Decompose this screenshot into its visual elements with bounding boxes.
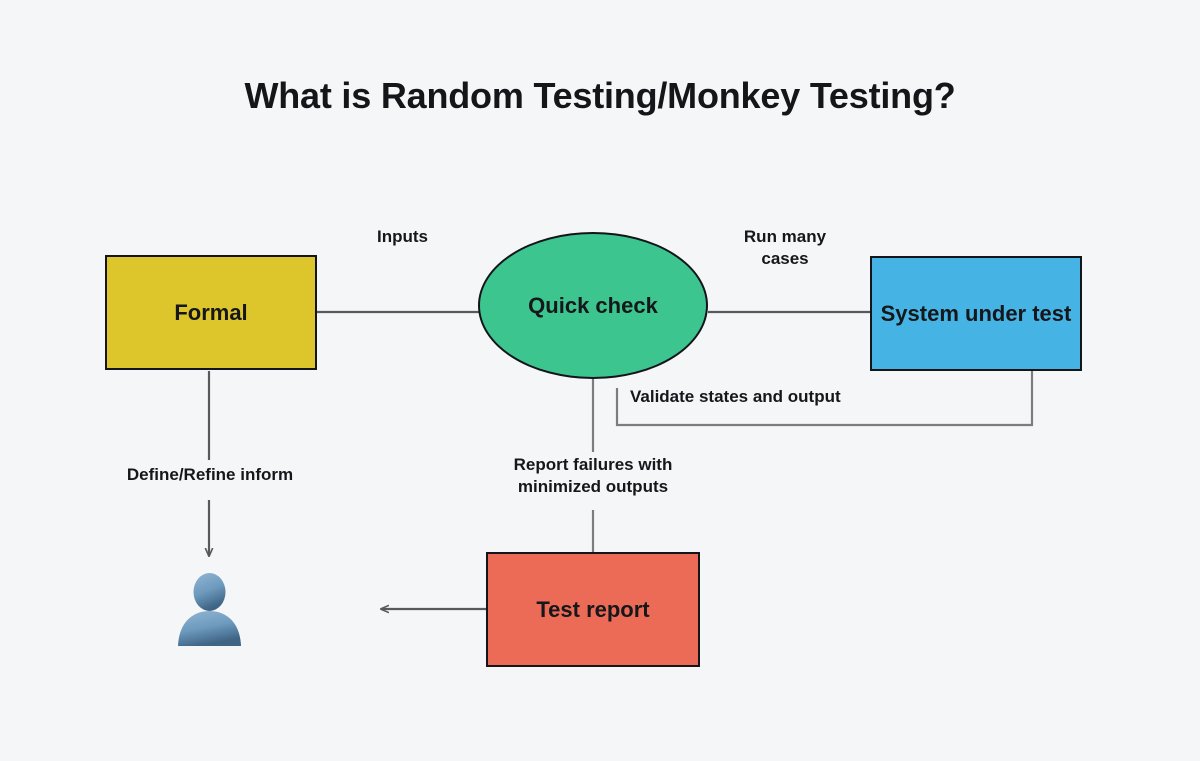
user-avatar-icon [178,573,241,646]
node-quick-check[interactable]: Quick check [478,232,708,379]
edge-label-validate-states-and-output: Validate states and output [630,387,841,406]
edge-label-run-many-cases: Run many cases [743,227,827,269]
page-title: What is Random Testing/Monkey Testing? [244,75,956,116]
node-formal[interactable]: Formal [105,255,317,370]
user-avatar [176,573,243,646]
edge-label-report-failures: Report failures with minimized outputs [513,455,673,497]
node-system-under-test[interactable]: System under test [870,256,1082,371]
node-test-report[interactable]: Test report [486,552,700,667]
edge-label-define-refine-inform: Define/Refine inform [126,465,294,484]
edge-sut-to-quickcheck [615,371,1034,427]
edge-label-inputs: Inputs [377,227,428,246]
